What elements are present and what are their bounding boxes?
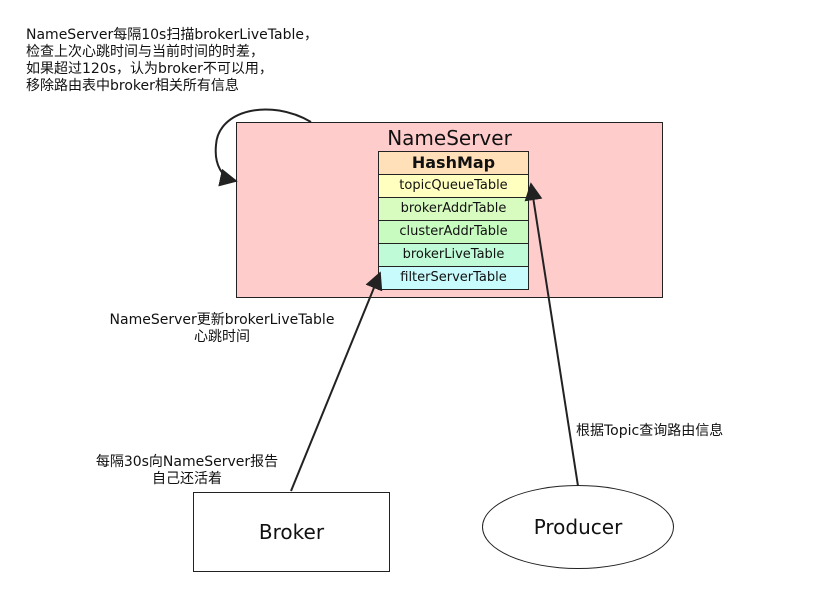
scan-note-line: NameServer每隔10s扫描brokerLiveTable，: [26, 27, 318, 43]
table-cell-broker-addr: brokerAddrTable: [378, 198, 529, 221]
scan-note-line: 检查上次心跳时间与当前时间的时差，: [26, 44, 264, 60]
scan-note-line: 如果超过120s，认为broker不可以用，: [26, 61, 273, 77]
producer-ellipse: Producer: [482, 485, 674, 569]
table-cell-topic-queue: topicQueueTable: [378, 175, 529, 198]
self-loop-arrow: [214, 108, 312, 187]
report-note: 每隔30s向NameServer报告 自己还活着: [76, 454, 298, 488]
scan-note: NameServer每隔10s扫描brokerLiveTable， 检查上次心跳…: [26, 27, 318, 95]
query-note: 根据Topic查询路由信息: [576, 423, 724, 439]
update-note-line: 心跳时间: [194, 329, 250, 345]
broker-box: Broker: [193, 492, 390, 572]
producer-to-nameserver-arrow: [524, 182, 579, 487]
broker-to-nameserver-arrow: [290, 271, 383, 492]
report-note-line: 每隔30s向NameServer报告: [95, 454, 279, 470]
table-cell-cluster-addr: clusterAddrTable: [378, 221, 529, 244]
table-cell-broker-live: brokerLiveTable: [378, 244, 529, 267]
update-note-line: NameServer更新brokerLiveTable: [109, 312, 335, 328]
report-note-line: 自己还活着: [152, 471, 222, 487]
table-cell-filter-server: filterServerTable: [378, 267, 529, 290]
scan-note-line: 移除路由表中broker相关所有信息: [26, 78, 239, 94]
hashmap-header: HashMap: [378, 151, 529, 175]
nameserver-title: NameServer: [387, 126, 512, 150]
update-note: NameServer更新brokerLiveTable 心跳时间: [88, 312, 356, 346]
